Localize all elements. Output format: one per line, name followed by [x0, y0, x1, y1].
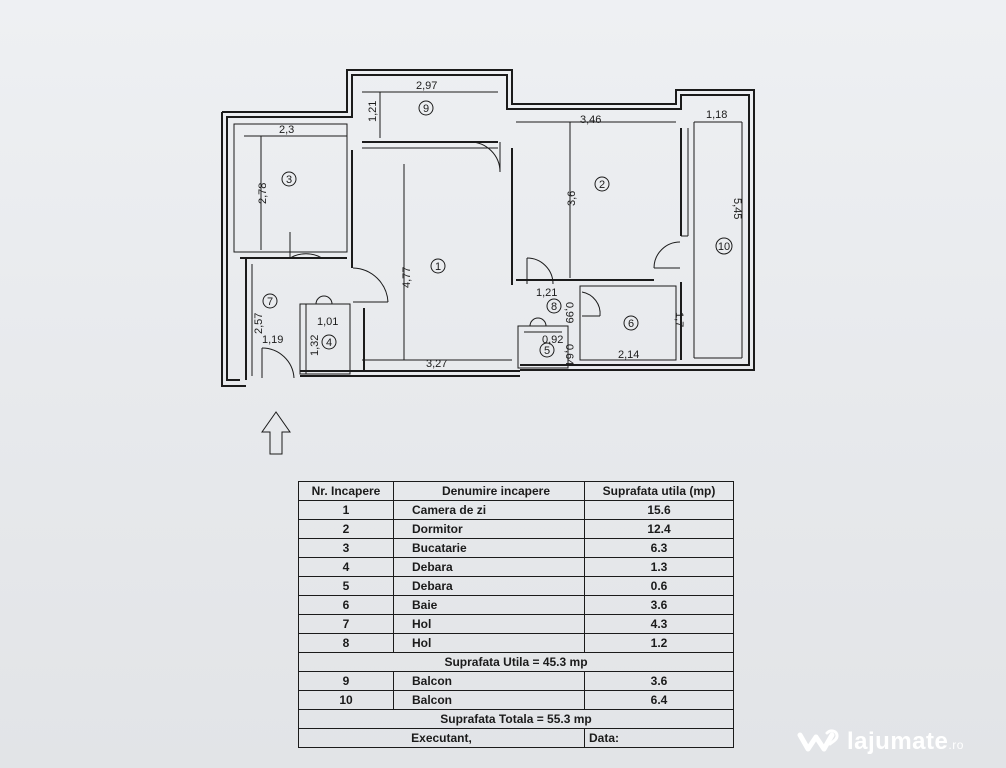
executant-label: Executant,	[298, 728, 585, 748]
total-area-summary-row: Suprafata Totala = 55.3 mp	[298, 709, 734, 729]
room-marker-4: 4	[321, 334, 337, 350]
lajumate-watermark: lajumate.ro	[797, 722, 997, 762]
date-label: Data:	[584, 728, 734, 748]
dim-bedroom-depth: 3,6	[566, 191, 578, 206]
dim-balcony10-length: 5,45	[731, 198, 743, 219]
svg-text:2: 2	[599, 179, 605, 191]
svg-text:6: 6	[628, 318, 634, 330]
svg-text:1: 1	[435, 261, 441, 273]
dim-storage5-depth: 0,64	[563, 344, 575, 365]
room-marker-3: 3	[281, 171, 297, 187]
room-marker-1: 1	[430, 258, 446, 274]
svg-text:4: 4	[326, 337, 332, 349]
svg-text:5: 5	[544, 345, 550, 357]
usable-area-summary: Suprafata Utila = 45.3 mp	[298, 652, 734, 672]
table-header-row: Nr. Incapere Denumire incapere Suprafata…	[298, 481, 734, 501]
room-marker-5: 5	[539, 342, 555, 358]
room-marker-10: 10	[715, 237, 733, 255]
dim-balcony9-width: 2,97	[416, 80, 437, 92]
dim-balcony10-width: 1,18	[706, 109, 727, 121]
room-marker-8: 8	[546, 298, 562, 314]
dim-hall8-width: 1,21	[536, 287, 557, 299]
signature-row: Executant, Data:	[298, 728, 734, 748]
total-area-summary: Suprafata Totala = 55.3 mp	[298, 709, 734, 729]
room-marker-7: 7	[262, 293, 278, 309]
dimension-labels: 2,3 2,78 2,97 1,21 3,46 3,6 1,18 5,45 4,…	[253, 80, 743, 370]
lajumate-brand: lajumate.ro	[847, 728, 964, 755]
svg-text:10: 10	[718, 241, 730, 253]
dim-storage4-width: 1,01	[317, 316, 338, 328]
dim-balcony9-depth: 1,21	[367, 101, 379, 122]
dim-living-depth: 4,77	[401, 267, 413, 288]
dim-bath-width: 2,14	[618, 349, 639, 361]
header-room-number: Nr. Incapere	[298, 481, 394, 501]
svg-text:7: 7	[267, 296, 273, 308]
doors	[261, 141, 681, 379]
outer-walls	[221, 69, 755, 387]
room-markers: 1 2 3 4 5 6 7 8 9 10	[262, 100, 733, 358]
header-room-name: Denumire incapere	[393, 481, 585, 501]
header-usable-area: Suprafata utila (mp)	[584, 481, 734, 501]
entrance-arrow-icon	[261, 411, 291, 455]
dim-hall-width: 1,19	[262, 334, 283, 346]
dim-storage4-depth: 1,32	[309, 335, 321, 356]
dim-living-width: 3,27	[426, 358, 447, 370]
dim-hall-depth: 2,57	[253, 313, 265, 334]
dim-kitchen-width: 2,3	[279, 124, 294, 136]
room-marker-6: 6	[623, 315, 639, 331]
dim-kitchen-depth: 2,78	[257, 183, 269, 204]
room-area-table: Nr. Incapere Denumire incapere Suprafata…	[298, 481, 734, 748]
interior-walls	[233, 91, 743, 380]
svg-text:9: 9	[423, 103, 429, 115]
dim-bath-depth: 1,7	[673, 312, 685, 327]
dim-bedroom-width: 3,46	[580, 114, 601, 126]
dim-hall8-depth: 0,99	[563, 302, 575, 323]
lajumate-logo-icon	[797, 729, 839, 752]
svg-text:3: 3	[286, 174, 292, 186]
svg-text:8: 8	[551, 301, 557, 313]
usable-area-summary-row: Suprafata Utila = 45.3 mp	[298, 652, 734, 672]
room-marker-2: 2	[594, 176, 610, 192]
room-marker-9: 9	[418, 100, 434, 116]
